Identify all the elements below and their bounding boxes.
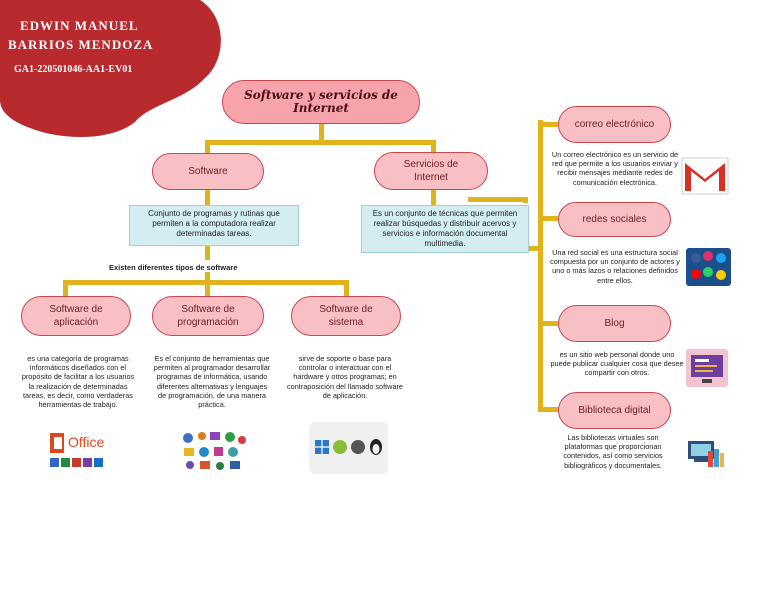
blog-screen-icon xyxy=(686,349,728,387)
connector xyxy=(431,140,436,156)
office-logo-text: Office xyxy=(68,434,105,450)
digital-library-description: Las bibliotecas virtuales son plataforma… xyxy=(563,433,663,470)
digital-library-icon xyxy=(684,437,726,471)
application-software-node: Software de aplicación xyxy=(21,296,131,336)
system-software-node: Software de sistema xyxy=(291,296,401,336)
title-node: Software y servicios de Internet xyxy=(222,80,420,124)
social-network-apps-icon xyxy=(686,248,731,286)
system-software-description: sirve de soporte o base para controlar o… xyxy=(286,354,403,400)
connector xyxy=(344,280,349,296)
gmail-icon xyxy=(681,157,729,195)
connector xyxy=(205,246,210,260)
software-types-note: Existen diferentes tipos de software xyxy=(109,263,238,272)
author-code: GA1-220501046-AA1-EV01 xyxy=(14,64,133,75)
connector xyxy=(538,122,558,127)
connector xyxy=(205,140,435,145)
connector xyxy=(205,189,210,205)
blog-description: es un sitio web personal donde uno puede… xyxy=(550,350,684,378)
internet-description: Es un conjunto de técnicas que permiten … xyxy=(361,205,529,253)
connector xyxy=(538,216,558,221)
operating-systems-icon xyxy=(309,422,388,474)
connector xyxy=(431,189,436,205)
connector xyxy=(468,197,528,202)
author-blob xyxy=(0,0,221,138)
social-networks-node: redes sociales xyxy=(558,202,671,237)
author-name-line1: EDWIN MANUEL xyxy=(20,18,139,33)
programming-languages-collage-icon xyxy=(178,428,250,474)
connector xyxy=(538,407,558,412)
software-description: Conjunto de programas y rutinas que perm… xyxy=(129,205,299,246)
author-name-line2: BARRIOS MENDOZA xyxy=(8,37,154,52)
social-networks-description: Una red social es una estructura social … xyxy=(550,248,680,285)
internet-services-node: Servicios de Internet xyxy=(374,152,488,190)
digital-library-node: Biblioteca digital xyxy=(558,392,671,429)
email-node: correo electrónico xyxy=(558,106,671,143)
application-software-description: es una categoría de programas informátic… xyxy=(21,354,135,410)
blog-node: Blog xyxy=(558,305,671,342)
programming-software-node: Software de programación xyxy=(152,296,264,336)
connector xyxy=(63,280,68,296)
connector xyxy=(205,140,210,156)
programming-software-description: Es el conjunto de herramientas que permi… xyxy=(153,354,271,410)
connector xyxy=(205,272,210,296)
connector xyxy=(538,120,543,410)
connector xyxy=(527,246,540,251)
software-node: Software xyxy=(152,153,264,190)
email-description: Un correo electrónico es un servicio de … xyxy=(551,150,679,187)
connector xyxy=(538,321,558,326)
connector xyxy=(319,122,324,142)
office-logo-icon: Office xyxy=(48,430,113,470)
